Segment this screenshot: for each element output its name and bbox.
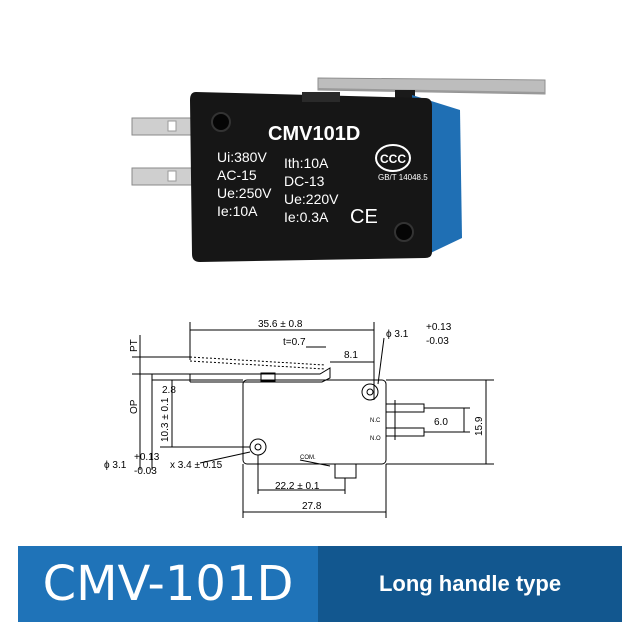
drawing-actuator [260,372,276,382]
switch-body [190,92,432,262]
dim-15-9: 15.9 [474,416,485,436]
spec-left-1: Ui:380V [217,149,267,165]
dim-length: 35.6 ± 0.8 [258,319,303,330]
drawing-hole-top [361,383,379,401]
dim-2-8: 2.8 [162,385,176,396]
ce-mark: CE [350,206,378,228]
spec-left-2: AC-15 [217,167,257,183]
label-nc: N.C [370,418,381,424]
drawing-lever-dashed [189,356,326,366]
spec-right-2: DC-13 [284,173,325,189]
dim-22-2: 22.2 ± 0.1 [275,481,320,492]
dim-pt: PT [129,339,140,352]
dim-6-0: 6.0 [434,417,448,428]
dim-thickness: t=0.7 [283,337,306,348]
label-no: N.O [370,436,381,442]
dim-hole-bottom-slot: x 3.4 ± 0.15 [170,460,223,471]
technical-drawing: 35.6 ± 0.8 t=0.7 8.1 ϕ 3.1 +0.13 -0.03 P… [104,319,494,518]
standard-print: GB/T 14048.5 [378,173,428,182]
lever-slot [302,92,340,102]
dim-27-8: 27.8 [302,501,322,512]
dim-lever-end: 8.1 [344,350,358,361]
product-photo: CMV101D CCC GB/T 14048.5 Ui:380V AC-15 U… [131,77,546,262]
dim-op: OP [129,399,140,414]
drawing-hole-bottom [249,438,267,456]
ccc-mark: CCC [375,144,411,172]
dim-hole-bottom-tol-minus: -0.03 [134,466,157,477]
spec-right-1: Ith:10A [284,155,329,171]
lever-arm-shade [318,88,545,94]
banner-type-label: Long handle type [318,546,622,622]
dim-hole-bottom-tol-plus: +0.13 [134,452,160,463]
spec-right-3: Ue:220V [284,191,339,207]
svg-text:CCC: CCC [380,152,406,166]
dim-hole-top-tol-plus: +0.13 [426,322,452,333]
drawing-terminal-com [334,464,357,479]
terminal-upper [131,117,195,136]
mounting-hole-bottom [394,222,414,242]
label-com: COM. [300,455,316,461]
dim-hole-top: ϕ 3.1 [386,329,409,340]
drawing-lever [190,367,331,383]
mounting-hole-top [211,112,231,132]
terminal-middle [131,167,195,186]
product-banner: CMV-101D Long handle type [18,546,622,622]
drawing-switch-body [242,379,387,465]
banner-model-label: CMV-101D [18,546,318,622]
spec-right-4: Ie:0.3A [284,209,329,225]
model-print: CMV101D [268,123,360,145]
spec-left-3: Ue:250V [217,185,272,201]
spec-left-4: Ie:10A [217,203,258,219]
dim-hole-top-tol-minus: -0.03 [426,336,449,347]
dim-hole-bottom: ϕ 3.1 [104,460,127,471]
drawing-terminal-nc [385,403,425,413]
drawing-terminal-no [385,427,425,437]
dim-10-3: 10.3 ± 0.1 [160,397,171,442]
